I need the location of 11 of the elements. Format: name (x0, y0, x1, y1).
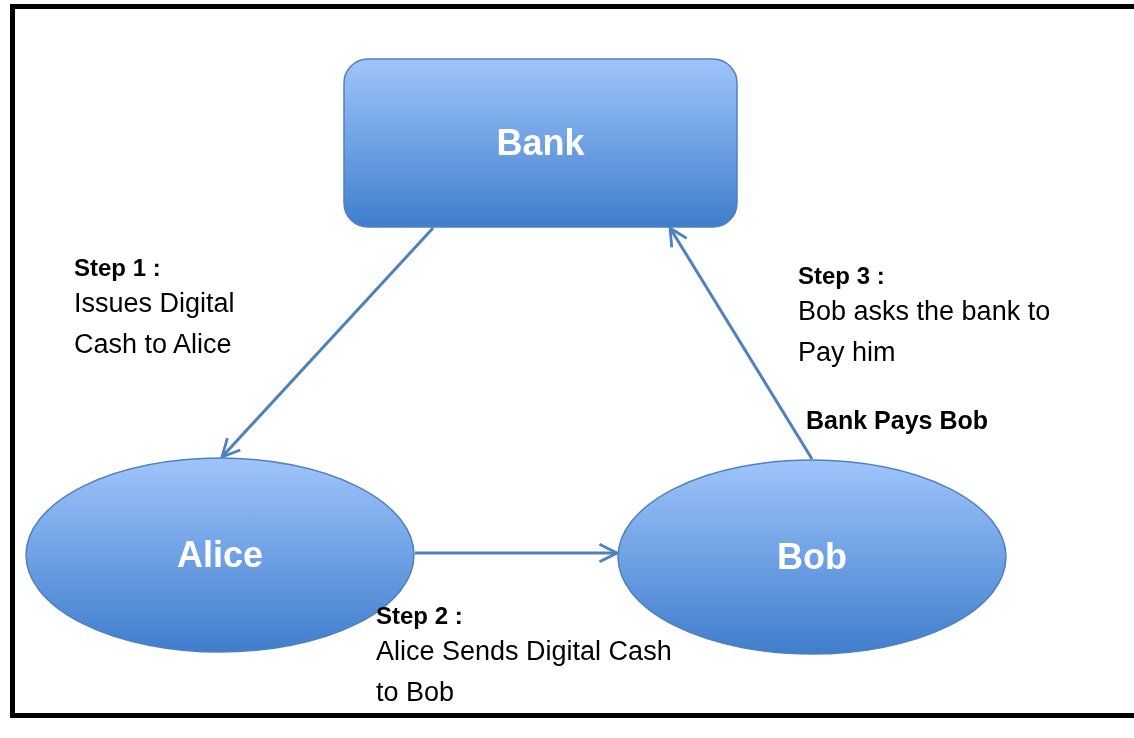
edge-label: Step 1 : Issues Digital Cash to Alice (74, 253, 236, 361)
node-label: Bank (496, 122, 585, 164)
node-label: Alice (176, 534, 263, 576)
note-text: Bank Pays Bob (806, 406, 988, 435)
arrow (415, 542, 619, 564)
arrow (220, 227, 435, 459)
node-label: Bob (777, 536, 847, 578)
process-box (343, 58, 738, 228)
edge-label: Step 3 : Bob asks the bank to Pay him (798, 261, 1052, 369)
edge-label: Step 2 : Alice Sends Digital Cash to Bob (376, 601, 673, 709)
arrow (668, 226, 814, 460)
